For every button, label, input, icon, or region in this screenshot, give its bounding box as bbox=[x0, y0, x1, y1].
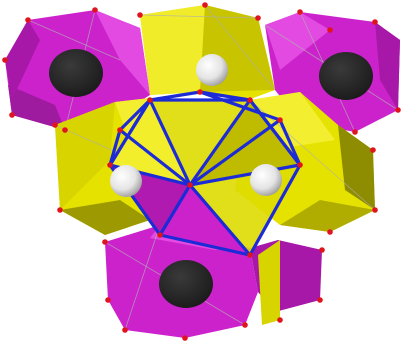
black-atom bbox=[49, 49, 103, 97]
yellow-polyhedron-top-center bbox=[140, 5, 275, 100]
white-atom bbox=[250, 164, 282, 196]
black-atom bbox=[319, 52, 373, 100]
white-atom bbox=[196, 54, 228, 86]
black-atom bbox=[159, 260, 213, 308]
white-atom bbox=[110, 165, 142, 197]
